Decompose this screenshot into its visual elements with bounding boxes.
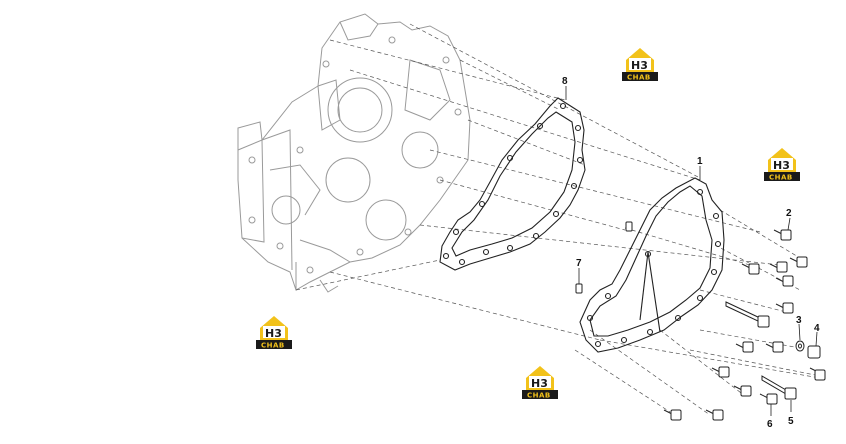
engine-housing: [237, 13, 471, 293]
bolt: [769, 261, 788, 273]
svg-text:CHAB: CHAB: [769, 174, 793, 182]
bolts: [663, 229, 826, 421]
callouts: 8 1 2 3 4 5 6 7: [562, 76, 820, 430]
long-bolts: [725, 301, 797, 400]
bolt: [735, 341, 754, 353]
callout-3: 3: [796, 315, 802, 326]
watermark-logo: H3 CHAB: [256, 316, 292, 350]
bolt: [663, 409, 682, 421]
watermark-logo: H3 CHAB: [522, 366, 558, 400]
callout-2: 2: [786, 208, 792, 219]
bolt: [705, 409, 724, 421]
callout-4: 4: [814, 323, 820, 334]
svg-text:CHAB: CHAB: [627, 74, 651, 82]
bolt: [789, 256, 808, 268]
dowel-pins: [575, 221, 633, 294]
callout-5: 5: [788, 416, 794, 427]
long-bolt: [725, 301, 770, 328]
bolt: [711, 366, 730, 378]
washer: [795, 340, 805, 352]
svg-text:CHAB: CHAB: [261, 342, 285, 350]
bolt: [775, 275, 794, 287]
bolt: [765, 341, 784, 353]
long-bolt: [761, 375, 797, 400]
plug: [807, 345, 821, 359]
bolt: [773, 229, 792, 241]
watermark-logo: H3 CHAB: [622, 48, 658, 82]
cover-plate: [579, 177, 725, 353]
callout-1: 1: [697, 156, 703, 167]
gasket: [439, 97, 586, 271]
bolt: [809, 367, 826, 381]
callout-6: 6: [767, 419, 773, 430]
svg-text:CHAB: CHAB: [527, 392, 551, 400]
bolt: [741, 263, 760, 275]
callout-7: 7: [576, 258, 582, 269]
bolt: [775, 302, 794, 314]
svg-text:H3: H3: [773, 159, 790, 172]
callout-8: 8: [562, 76, 568, 87]
svg-text:H3: H3: [531, 377, 548, 390]
leader-lines: [565, 86, 818, 416]
bolt: [733, 385, 752, 397]
bolt: [759, 393, 778, 405]
svg-text:H3: H3: [631, 59, 648, 72]
watermark-logo: H3 CHAB: [764, 148, 800, 182]
svg-text:H3: H3: [265, 327, 282, 340]
